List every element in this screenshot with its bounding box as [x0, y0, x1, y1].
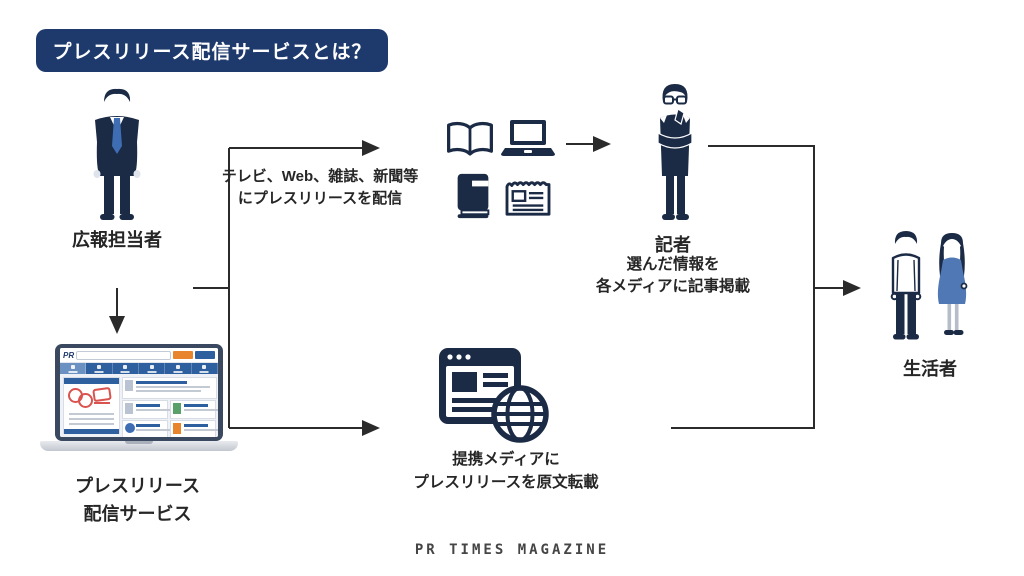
- journalist-desc-line1: 選んだ情報を: [626, 256, 720, 273]
- service-label-line1: プレスリリース: [74, 476, 201, 496]
- screen-card: [122, 420, 171, 437]
- journalist-hair: [662, 84, 688, 102]
- service-label-line2: 配信サービス: [83, 504, 192, 524]
- man-icon: [890, 231, 922, 340]
- screen-card: [170, 400, 218, 419]
- businessman-tie: [112, 118, 122, 154]
- screen-card: [122, 400, 171, 419]
- laptop-display: PR: [60, 348, 218, 437]
- journalist-desc: 選んだ情報を 各メディアに記事掲載: [565, 254, 781, 298]
- globe-icon: [491, 385, 549, 443]
- webpage-globe-icon: [439, 348, 549, 443]
- open-book-icon: [447, 121, 493, 156]
- title-badge-text: プレスリリース配信サービスとは？: [52, 42, 372, 63]
- laptop-icon: [501, 120, 555, 156]
- laptop-base: [40, 441, 238, 451]
- screen-search-input: [76, 350, 171, 360]
- newspaper-icon: [505, 181, 551, 216]
- service-label: プレスリリース 配信サービス: [40, 472, 235, 528]
- journalist-desc-line2: 各メディアに記事掲載: [596, 278, 750, 295]
- laptop-screen: PR: [55, 344, 223, 441]
- businessman-hair: [104, 88, 131, 102]
- title-badge: プレスリリース配信サービスとは？: [36, 29, 388, 72]
- screen-right-panel: [122, 377, 218, 437]
- screen-card: [170, 420, 218, 437]
- businessman-icon: [93, 88, 141, 220]
- distribution-note-line2: にプレスリリースを配信: [237, 190, 403, 207]
- screen-left-panel: [63, 377, 120, 434]
- partner-note-line2: プレスリリースを原文転載: [413, 474, 599, 491]
- consumers-icon: [890, 231, 968, 340]
- woman-dress: [937, 257, 967, 304]
- screen-content: [60, 374, 218, 437]
- screen-card: [122, 377, 217, 399]
- pr-times-magazine-logo: PR TIMES MAGAZINE: [414, 542, 610, 558]
- screen-nav-item: [192, 363, 218, 375]
- distribution-note: テレビ、Web、雑誌、新聞等 にプレスリリースを配信: [212, 166, 428, 210]
- press-release-service-laptop: PR: [40, 344, 238, 458]
- journalist-icon: [657, 84, 693, 220]
- screen-red-graphic: [64, 386, 119, 410]
- partner-note: 提携メディアに プレスリリースを原文転載: [398, 448, 614, 494]
- pr-manager-label: 広報担当者: [72, 230, 162, 250]
- woman-icon: [937, 233, 968, 335]
- screen-blue-button: [195, 351, 215, 359]
- partner-note-line1: 提携メディアに: [452, 451, 560, 468]
- media-icons-group: [440, 112, 570, 222]
- screen-logo: PR: [63, 350, 75, 360]
- journalist-crossed-arms: [657, 131, 693, 149]
- glasses-icon: [663, 95, 687, 105]
- book-icon: [457, 173, 490, 219]
- distribution-note-line1: テレビ、Web、雑誌、新聞等: [221, 168, 419, 185]
- journalist-label: 記者: [655, 235, 691, 255]
- screen-topbar: PR: [60, 348, 218, 363]
- screen-navbar: [60, 363, 218, 375]
- screen-orange-button: [173, 351, 193, 359]
- consumer-label: 生活者: [903, 359, 957, 379]
